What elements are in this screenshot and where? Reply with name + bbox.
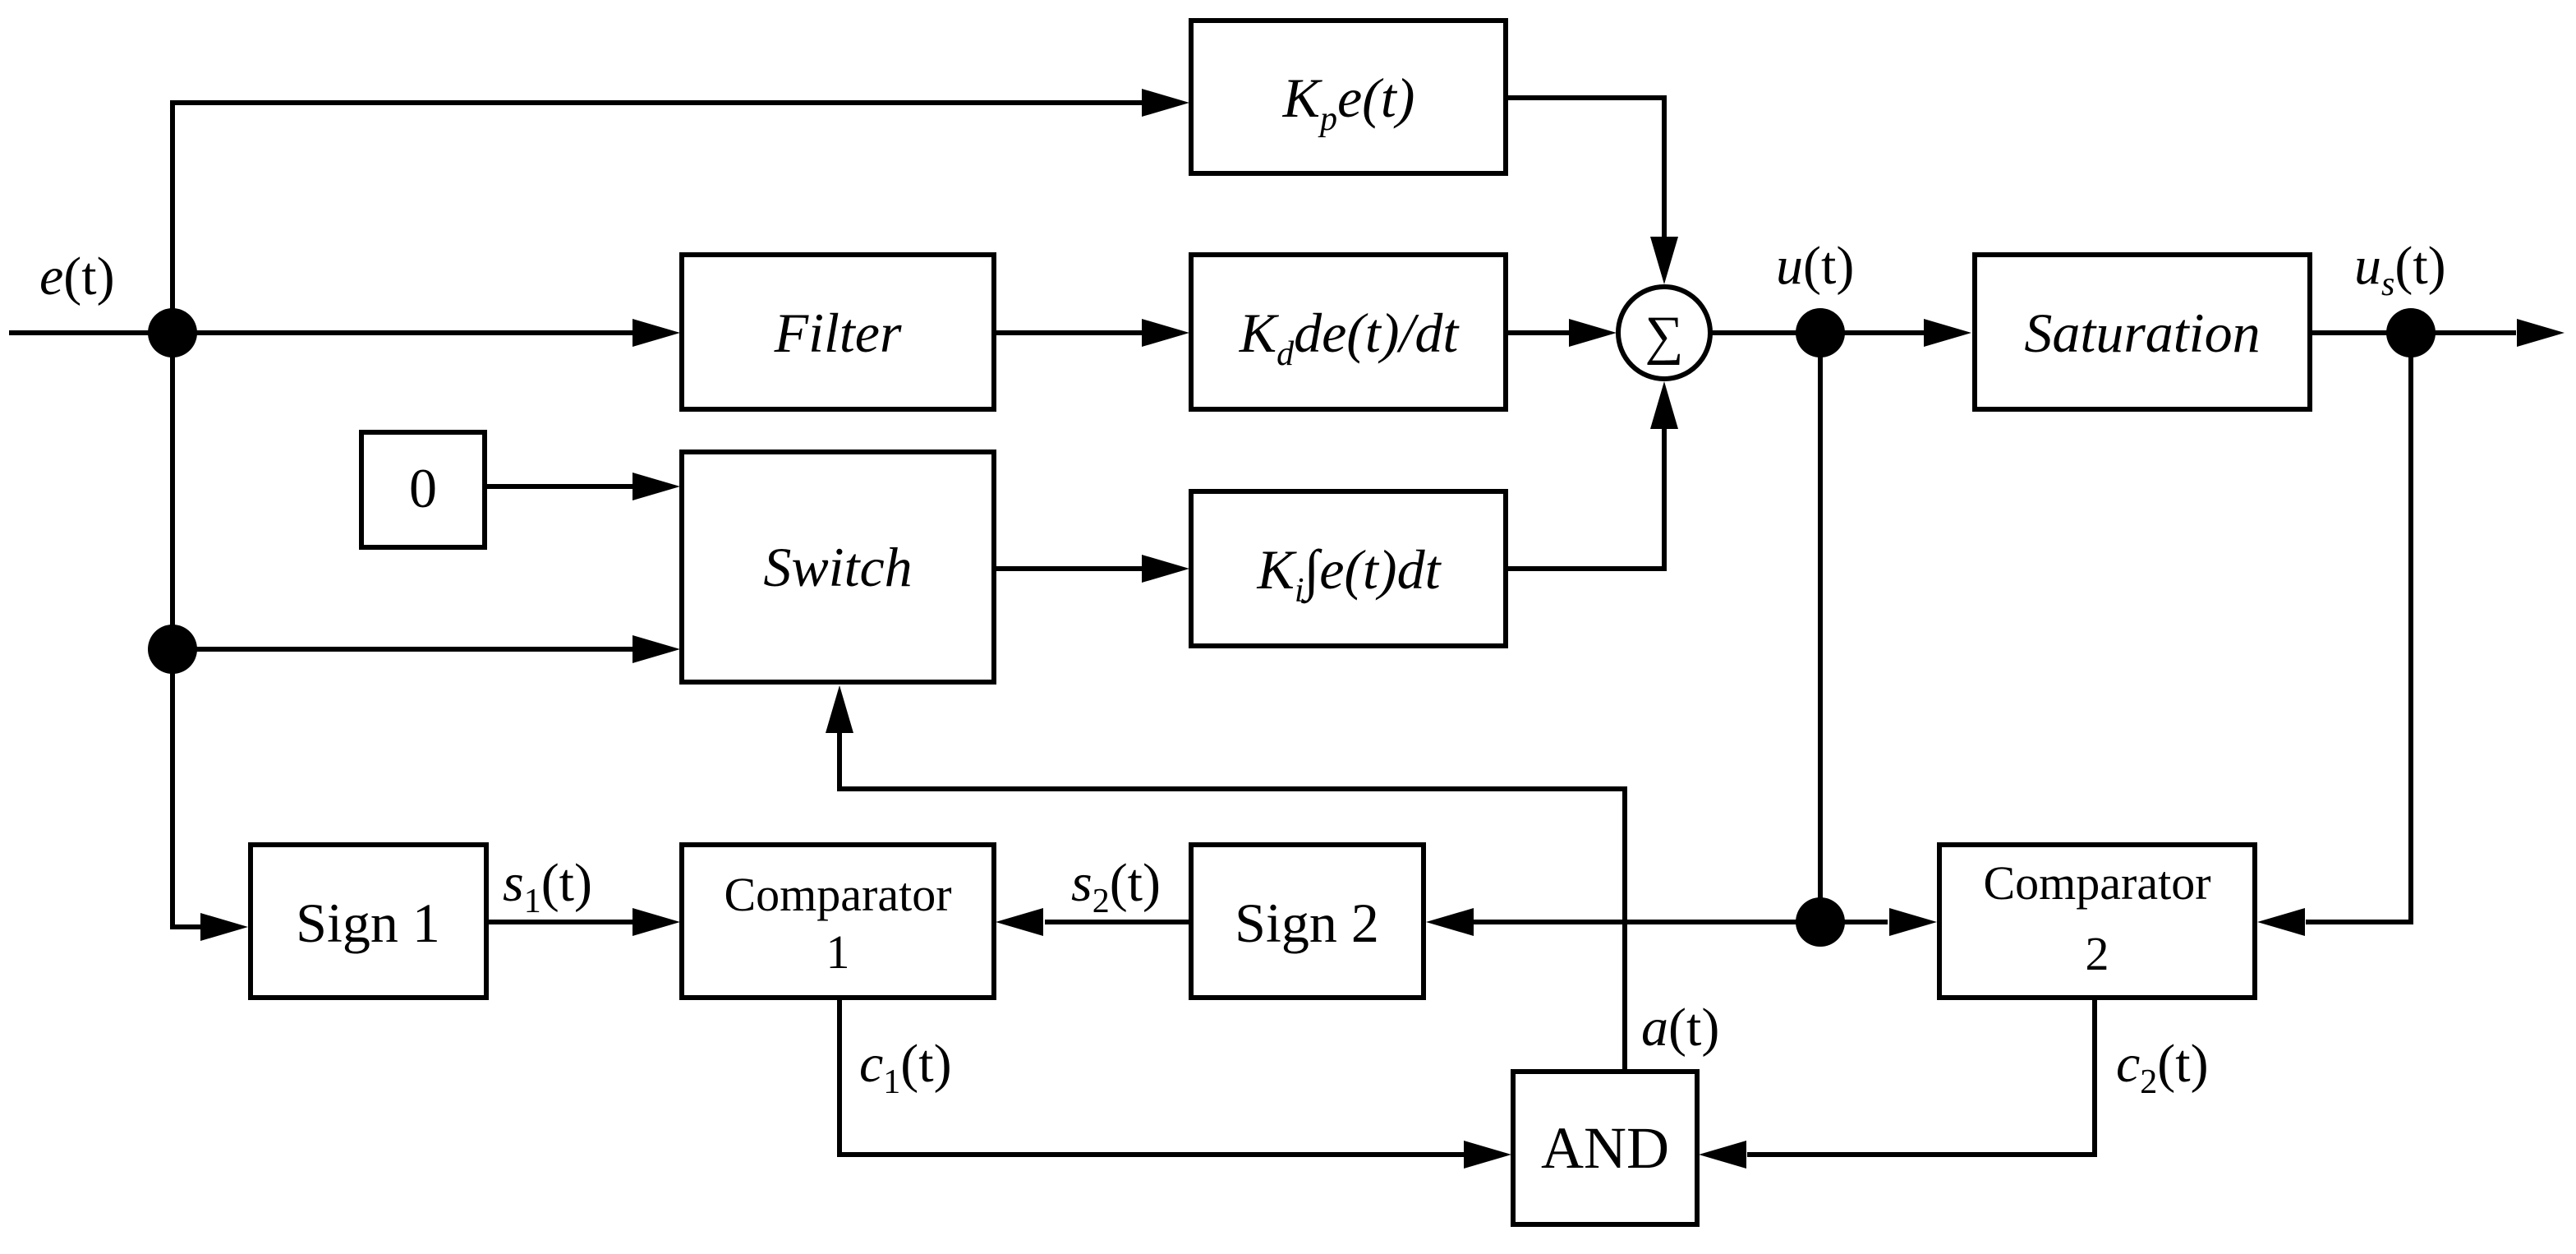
comparator1-line1: Comparator [724,868,951,921]
kp-rest: e [1337,67,1362,129]
filter-label: Filter [774,302,902,364]
wire-us-comparator2 [2306,330,2413,924]
wire-c1-and [837,994,1469,1157]
svg-text:Kpe(t): Kpe(t) [1282,67,1415,138]
arrowhead-comparator2-left [1889,908,1937,936]
kd-tail: /dt [1396,302,1460,364]
block-sign2: Sign 2 [1189,842,1426,1000]
signal-u-label: u(t) [1776,236,1854,296]
arrowhead-and-left [1464,1141,1511,1169]
comparator2-line1: Comparator [1983,856,2210,910]
signal-e-label: e(t) [39,247,115,307]
arrowhead-switch-bottom [826,685,853,733]
kd-k: K [1239,302,1280,364]
signal-labels: e(t) u(t) us(t) s1(t) s2(t) c1(t) c2(t) … [39,236,2446,1101]
junction-e-top [148,308,197,357]
arrowhead-kp [1142,89,1189,117]
ki-k: K [1257,538,1298,601]
block-sign1: Sign 1 [248,842,489,1000]
signal-s1-label: s1(t) [503,853,592,920]
block-and: AND [1511,1069,1700,1227]
arrowhead-e-switch [632,635,680,663]
block-comparator1: Comparator 1 [679,842,996,1000]
signal-us-label: us(t) [2354,236,2446,303]
arrowhead-comparator1-right [996,908,1043,936]
junction-u-bottom [1796,897,1845,947]
signal-a-label: a(t) [1641,998,1719,1058]
saturation-label: Saturation [2024,302,2260,364]
sign2-label: Sign 2 [1235,892,1379,954]
block-kd: Kdde(t)/dt [1189,252,1508,412]
arrowhead-saturation [1924,319,1971,347]
kp-sub: p [1318,100,1337,138]
arrowhead-output [2517,319,2564,347]
kd-sub: d [1276,335,1295,373]
signal-s2-label: s2(t) [1071,853,1161,920]
ki-sub: i [1295,572,1304,610]
and-label: AND [1541,1115,1669,1181]
block-kp: Kpe(t) [1189,18,1508,176]
signal-c1-label: c1(t) [859,1034,952,1101]
comparator2-line2: 2 [2086,927,2109,980]
kd-rest: de [1294,302,1346,364]
arrowhead-and-right [1699,1141,1746,1169]
arrowhead-comparator1-left [632,908,680,936]
block-zero: 0 [359,430,487,550]
wire-c2-and [1747,996,2097,1157]
arrowhead-sum-bottom [1650,381,1678,429]
arrowhead-comparator2-right [2257,908,2305,936]
ki-tail: dt [1397,538,1442,601]
arrowhead-filter [632,319,680,347]
junction-dots [148,308,2436,947]
zero-label: 0 [409,457,437,519]
arrowhead-ki [1142,555,1189,583]
ki-paren: (t) [1344,538,1396,601]
sum-symbol: ∑ [1644,306,1683,366]
wire-ki-sum [1507,425,1667,571]
block-comparator2: Comparator 2 [1937,842,2257,1000]
arrowheads [200,89,2564,1169]
arrowhead-zero-switch [632,473,680,500]
junction-u [1796,308,1845,357]
kd-paren: (t) [1346,302,1399,364]
wire-trunk [170,100,208,929]
junction-us [2386,308,2436,357]
block-filter: Filter [679,252,996,412]
wire-kp-sum [1507,95,1667,241]
svg-text:Ki∫e(t)dt: Ki∫e(t)dt [1257,538,1442,610]
comparator1-line2: 1 [826,925,850,979]
block-switch: Switch [679,450,996,685]
arrowhead-sum-top [1650,237,1678,284]
kp-k: K [1282,67,1323,129]
wire-and-switch [837,729,1627,1071]
signal-c2-label: c2(t) [2116,1034,2209,1101]
ki-integral: ∫ [1301,538,1323,604]
kp-paren: (t) [1362,67,1414,129]
block-sum: ∑ [1616,284,1713,381]
arrowhead-kd [1142,319,1189,347]
sign1-label: Sign 1 [296,892,440,954]
arrowhead-sign1 [200,913,248,941]
block-saturation: Saturation [1972,252,2312,412]
arrowhead-sum-left [1569,319,1617,347]
junction-e-bottom [148,625,197,674]
block-ki: Ki∫e(t)dt [1189,489,1508,648]
svg-text:Kdde(t)/dt: Kdde(t)/dt [1239,302,1460,373]
switch-label: Switch [763,536,912,598]
ki-rest: e [1319,538,1344,601]
arrowhead-sign2 [1426,908,1474,936]
